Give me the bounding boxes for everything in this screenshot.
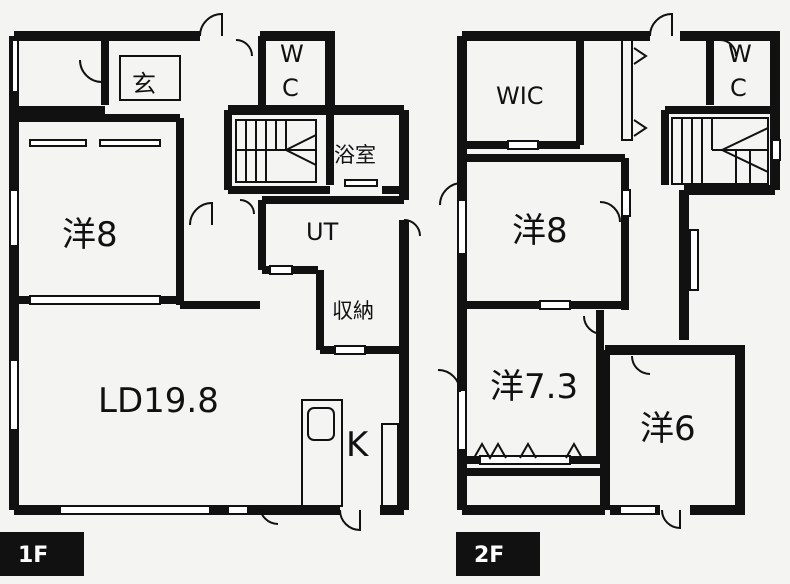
floor-2-labels: WIC W C 洋8 洋7.3 洋6 (490, 40, 752, 449)
room-western-6: 洋6 (640, 409, 696, 449)
room-bath: 浴室 (334, 143, 376, 167)
room-wc-1f-w: W (280, 40, 304, 68)
room-western-8-2f: 洋8 (512, 211, 568, 251)
floor-1-doors (79, 12, 421, 532)
kitchen-counter (301, 399, 399, 507)
room-wc-2f-c: C (730, 74, 747, 102)
floor-2-plan (437, 12, 781, 530)
room-ld: LD19.8 (98, 381, 219, 421)
floor-2-interior-walls (458, 36, 775, 476)
room-wc-2f-w: W (728, 40, 752, 68)
floor-1-tag: 1F (0, 532, 84, 576)
floor-1-label: 1F (18, 543, 48, 568)
floor-2-windows (457, 39, 781, 515)
floor-2-label: 2F (474, 543, 504, 568)
floor-1-stairs (235, 119, 317, 183)
room-ut: UT (306, 218, 339, 246)
floor-1-labels: 玄 W C 浴室 洋8 UT 収納 LD19.8 K (62, 40, 376, 465)
floor-2-tag: 2F (456, 532, 540, 576)
room-western-8-1f: 洋8 (62, 215, 118, 255)
room-storage: 収納 (332, 299, 374, 323)
room-western-7-3: 洋7.3 (490, 367, 578, 407)
floor-2-stairs (671, 117, 769, 185)
closet-markers (473, 47, 648, 461)
floor-1-plan (9, 12, 421, 532)
floor-2-doors (437, 12, 737, 530)
room-genkan: 玄 (132, 70, 156, 98)
room-wic: WIC (496, 82, 544, 110)
room-wc-1f-c: C (282, 74, 299, 102)
floor-1-windows (9, 39, 378, 515)
room-kitchen: K (346, 425, 370, 465)
